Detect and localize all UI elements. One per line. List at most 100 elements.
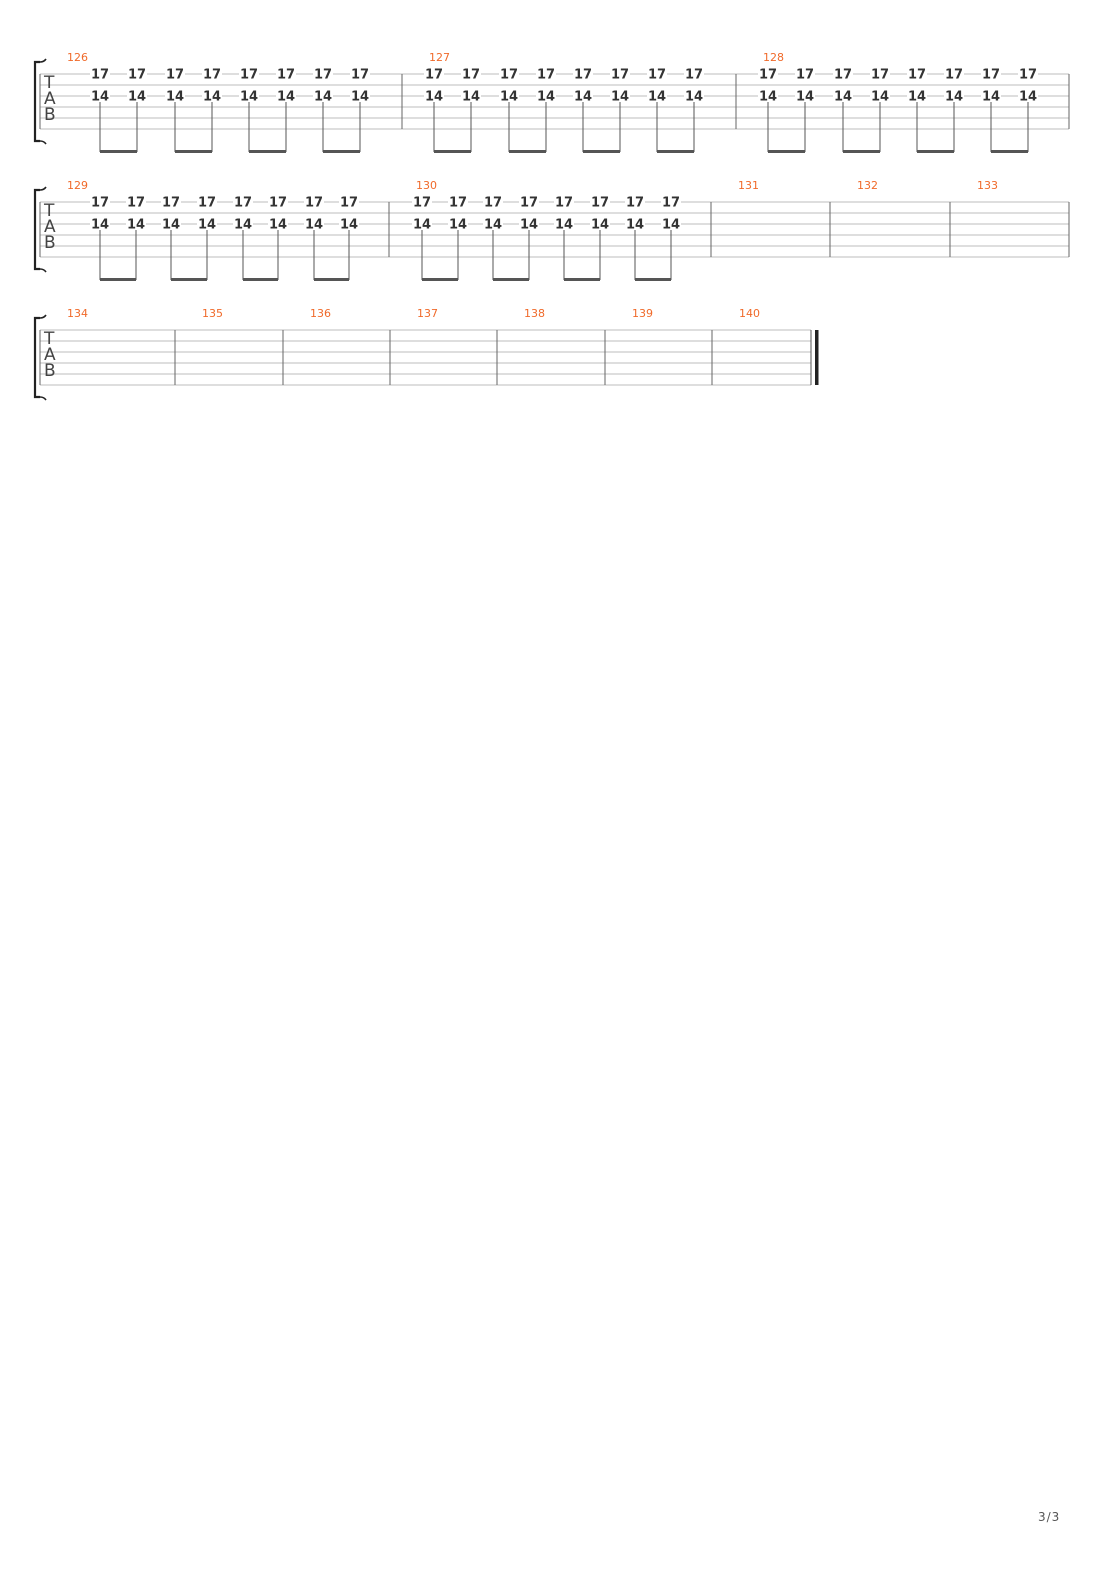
fret-background bbox=[197, 218, 217, 230]
fret-number: 14 bbox=[500, 90, 518, 105]
fret-number: 14 bbox=[234, 218, 252, 233]
fret-number: 14 bbox=[91, 90, 109, 105]
fret-number: 17 bbox=[591, 196, 609, 211]
fret-number: 14 bbox=[240, 90, 258, 105]
fret-number: 14 bbox=[1019, 90, 1037, 105]
fret-number: 17 bbox=[908, 68, 926, 83]
fret-number: 17 bbox=[611, 68, 629, 83]
fret-background bbox=[276, 68, 296, 80]
fret-background bbox=[424, 90, 444, 102]
note-beam bbox=[564, 278, 600, 281]
fret-number: 17 bbox=[162, 196, 180, 211]
fret-background bbox=[758, 68, 778, 80]
tab-clef-letter: T bbox=[43, 329, 55, 349]
fret-number: 17 bbox=[449, 196, 467, 211]
fret-background bbox=[126, 218, 146, 230]
fret-number: 17 bbox=[198, 196, 216, 211]
tab-clef-letter: A bbox=[44, 217, 56, 237]
measure-number: 136 bbox=[310, 307, 331, 320]
fret-number: 17 bbox=[91, 196, 109, 211]
fret-number: 14 bbox=[340, 218, 358, 233]
fret-number: 17 bbox=[462, 68, 480, 83]
fret-number: 14 bbox=[413, 218, 431, 233]
fret-number: 17 bbox=[1019, 68, 1037, 83]
tab-clef-letter: B bbox=[44, 105, 56, 125]
fret-number: 17 bbox=[413, 196, 431, 211]
measure-number: 134 bbox=[67, 307, 88, 320]
measure-number: 138 bbox=[524, 307, 545, 320]
fret-number: 14 bbox=[162, 218, 180, 233]
tab-clef-letter: A bbox=[44, 89, 56, 109]
fret-background bbox=[461, 90, 481, 102]
fret-background bbox=[499, 90, 519, 102]
fret-number: 14 bbox=[425, 90, 443, 105]
measure-number: 135 bbox=[202, 307, 223, 320]
fret-number: 14 bbox=[305, 218, 323, 233]
fret-number: 14 bbox=[908, 90, 926, 105]
fret-background bbox=[610, 68, 630, 80]
fret-background bbox=[268, 196, 288, 208]
fret-number: 14 bbox=[626, 218, 644, 233]
fret-background bbox=[610, 90, 630, 102]
fret-background bbox=[448, 196, 468, 208]
tab-clef-letter: B bbox=[44, 233, 56, 253]
bracket-hook-bottom bbox=[39, 140, 47, 145]
fret-background bbox=[90, 196, 110, 208]
fret-background bbox=[554, 196, 574, 208]
bracket-hook-top bbox=[39, 58, 47, 63]
fret-background bbox=[424, 68, 444, 80]
fret-background bbox=[90, 90, 110, 102]
system-bracket bbox=[33, 316, 40, 399]
tab-clef-letter: T bbox=[43, 201, 55, 221]
fret-background bbox=[1018, 68, 1038, 80]
fret-number: 14 bbox=[796, 90, 814, 105]
fret-number: 17 bbox=[128, 68, 146, 83]
note-beam bbox=[175, 150, 212, 153]
fret-background bbox=[161, 196, 181, 208]
measure-number: 139 bbox=[632, 307, 653, 320]
fret-number: 17 bbox=[269, 196, 287, 211]
fret-background bbox=[833, 68, 853, 80]
fret-number: 17 bbox=[305, 196, 323, 211]
fret-background bbox=[944, 90, 964, 102]
fret-background bbox=[165, 68, 185, 80]
fret-background bbox=[197, 196, 217, 208]
fret-background bbox=[554, 218, 574, 230]
note-beam bbox=[422, 278, 458, 281]
fret-number: 17 bbox=[203, 68, 221, 83]
note-beam bbox=[171, 278, 207, 281]
fret-background bbox=[795, 68, 815, 80]
fret-number: 17 bbox=[662, 196, 680, 211]
fret-number: 14 bbox=[648, 90, 666, 105]
fret-number: 14 bbox=[277, 90, 295, 105]
fret-number: 14 bbox=[611, 90, 629, 105]
fret-number: 17 bbox=[340, 196, 358, 211]
note-beam bbox=[635, 278, 671, 281]
tab-clef-letter: B bbox=[44, 361, 56, 381]
fret-number: 17 bbox=[425, 68, 443, 83]
note-beam bbox=[509, 150, 546, 153]
fret-background bbox=[907, 68, 927, 80]
fret-number: 17 bbox=[626, 196, 644, 211]
fret-number: 14 bbox=[351, 90, 369, 105]
fret-background bbox=[461, 68, 481, 80]
note-beam bbox=[243, 278, 278, 281]
note-beam bbox=[434, 150, 471, 153]
bracket-hook-bottom bbox=[39, 396, 47, 401]
fret-background bbox=[536, 90, 556, 102]
fret-background bbox=[1018, 90, 1038, 102]
note-beam bbox=[493, 278, 529, 281]
fret-number: 14 bbox=[662, 218, 680, 233]
fret-background bbox=[944, 68, 964, 80]
fret-number: 14 bbox=[484, 218, 502, 233]
note-beam bbox=[100, 278, 136, 281]
fret-background bbox=[412, 196, 432, 208]
fret-background bbox=[661, 196, 681, 208]
fret-background bbox=[268, 218, 288, 230]
measure-number: 131 bbox=[738, 179, 759, 192]
fret-background bbox=[483, 218, 503, 230]
fret-background bbox=[647, 68, 667, 80]
fret-number: 14 bbox=[555, 218, 573, 233]
fret-number: 14 bbox=[198, 218, 216, 233]
tablature-score: TAB1261714171417141714171417141714171412… bbox=[33, 51, 1070, 401]
